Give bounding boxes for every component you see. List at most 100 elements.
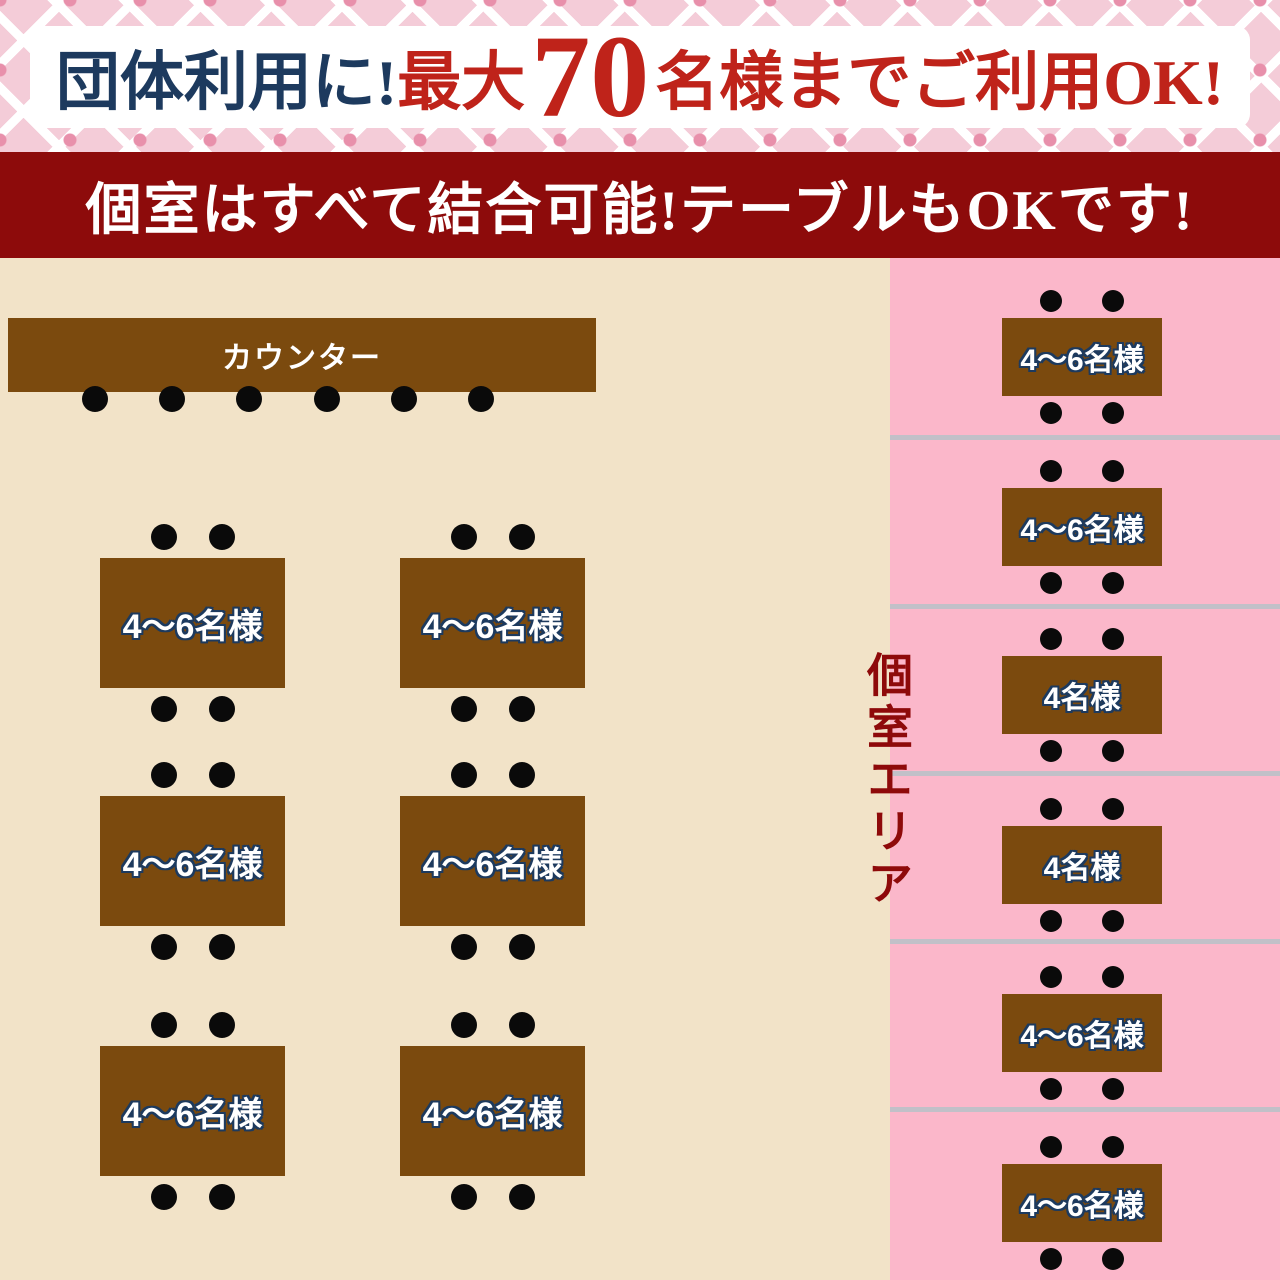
hall-table: 4〜6名様: [100, 558, 285, 688]
room-divider: [890, 939, 1280, 944]
chair-dot: [208, 524, 235, 550]
chair-dot: [1102, 1248, 1124, 1270]
pattern-header: 団体利用に! 最大 70 名様までご利用OK!: [0, 0, 1280, 152]
sub-banner: 個室はすべて結合可能!テーブルもOKです!: [0, 152, 1280, 258]
chair-dot: [1040, 460, 1062, 482]
chair-dots-bottom: [450, 934, 535, 960]
chair-dot: [1102, 740, 1124, 762]
chair-dot: [82, 386, 108, 412]
chair-dot: [150, 524, 177, 550]
chair-dot: [1102, 798, 1124, 820]
chair-dot: [150, 696, 177, 722]
private-area-label: 個室エリア: [861, 651, 912, 911]
chair-dot: [208, 1012, 235, 1038]
room-divider: [890, 604, 1280, 609]
chair-dots-bottom: [1040, 572, 1124, 594]
chair-dot: [450, 934, 477, 960]
chair-dot: [1040, 1248, 1062, 1270]
chair-dot: [1040, 740, 1062, 762]
chair-dot: [1040, 1136, 1062, 1158]
chair-dot: [208, 1184, 235, 1210]
private-room-unit: 4〜6名様: [1002, 1136, 1162, 1270]
hall-table-unit: 4〜6名様: [100, 524, 285, 722]
chair-dot: [150, 1184, 177, 1210]
hall-table-unit: 4〜6名様: [400, 1012, 585, 1210]
chair-dots-top: [450, 762, 535, 788]
chair-dot: [1102, 1078, 1124, 1100]
chair-dot: [1040, 798, 1062, 820]
table-capacity-label: 4〜6名様: [422, 845, 563, 884]
chair-dot: [150, 934, 177, 960]
title-number: 70: [531, 10, 650, 142]
chair-dot: [236, 386, 263, 412]
chair-dots-bottom: [1040, 740, 1124, 762]
chair-dot: [1102, 910, 1124, 932]
floor-plan: カウンター 4〜6名様 4〜6名様 4〜6名様 4〜: [0, 258, 1280, 1280]
title-part2: 最大: [397, 47, 526, 118]
private-room-table: 4名様: [1002, 656, 1162, 734]
chair-dot: [1102, 572, 1124, 594]
title-part1: 団体利用に!: [55, 47, 398, 118]
chair-dot: [508, 1012, 535, 1038]
room-divider: [890, 1107, 1280, 1112]
chair-dot: [1102, 1136, 1124, 1158]
chair-dots-bottom: [150, 934, 235, 960]
room-divider: [890, 771, 1280, 776]
chair-dot: [1102, 966, 1124, 988]
chair-dot: [1040, 572, 1062, 594]
chair-dot: [1040, 290, 1062, 312]
chair-dots-top: [150, 524, 235, 550]
hall-table: 4〜6名様: [100, 1046, 285, 1176]
chair-dots-top: [1040, 290, 1124, 312]
chair-dot: [1040, 402, 1062, 424]
chair-dots-bottom: [1040, 1248, 1124, 1270]
table-capacity-label: 4〜6名様: [122, 607, 263, 646]
hall-table-unit: 4〜6名様: [400, 524, 585, 722]
chair-dots-bottom: [450, 696, 535, 722]
chair-dot: [450, 1184, 477, 1210]
table-capacity-label: 4〜6名様: [422, 607, 563, 646]
counter-chair-dots: [82, 386, 494, 412]
room-divider: [890, 435, 1280, 440]
chair-dots-bottom: [1040, 402, 1124, 424]
chair-dot: [1102, 402, 1124, 424]
hall-table-unit: 4〜6名様: [100, 762, 285, 960]
table-capacity-label: 4〜6名様: [122, 845, 263, 884]
private-room-table: 4〜6名様: [1002, 488, 1162, 566]
chair-dot: [508, 1184, 535, 1210]
table-capacity-label: 4〜6名様: [122, 1095, 263, 1134]
chair-dot: [467, 386, 494, 412]
counter-label: カウンター: [222, 342, 382, 375]
chair-dot: [150, 762, 177, 788]
table-capacity-label: 4〜6名様: [1020, 1020, 1144, 1053]
hall-table: 4〜6名様: [100, 796, 285, 926]
hall-table: 4〜6名様: [400, 1046, 585, 1176]
chair-dot: [1102, 290, 1124, 312]
chair-dots-top: [1040, 798, 1124, 820]
chair-dots-top: [150, 1012, 235, 1038]
chair-dots-top: [1040, 966, 1124, 988]
hall-table: 4〜6名様: [400, 558, 585, 688]
chair-dot: [450, 524, 477, 550]
chair-dots-top: [450, 524, 535, 550]
private-room-table: 4〜6名様: [1002, 1164, 1162, 1242]
private-room-unit: 4〜6名様: [1002, 966, 1162, 1100]
chair-dots-top: [150, 762, 235, 788]
private-room-table: 4名様: [1002, 826, 1162, 904]
chair-dots-top: [450, 1012, 535, 1038]
chair-dot: [1102, 460, 1124, 482]
chair-dot: [450, 762, 477, 788]
table-capacity-label: 4名様: [1043, 682, 1121, 715]
chair-dot: [313, 386, 340, 412]
table-capacity-label: 4〜6名様: [1020, 1190, 1144, 1223]
table-capacity-label: 4〜6名様: [422, 1095, 563, 1134]
chair-dot: [450, 696, 477, 722]
private-room-unit: 4名様: [1002, 798, 1162, 932]
title-part3: 名様までご利用OK!: [655, 47, 1225, 118]
chair-dot: [1040, 966, 1062, 988]
chair-dot: [508, 696, 535, 722]
chair-dots-bottom: [150, 696, 235, 722]
chair-dot: [450, 1012, 477, 1038]
chair-dots-bottom: [1040, 1078, 1124, 1100]
